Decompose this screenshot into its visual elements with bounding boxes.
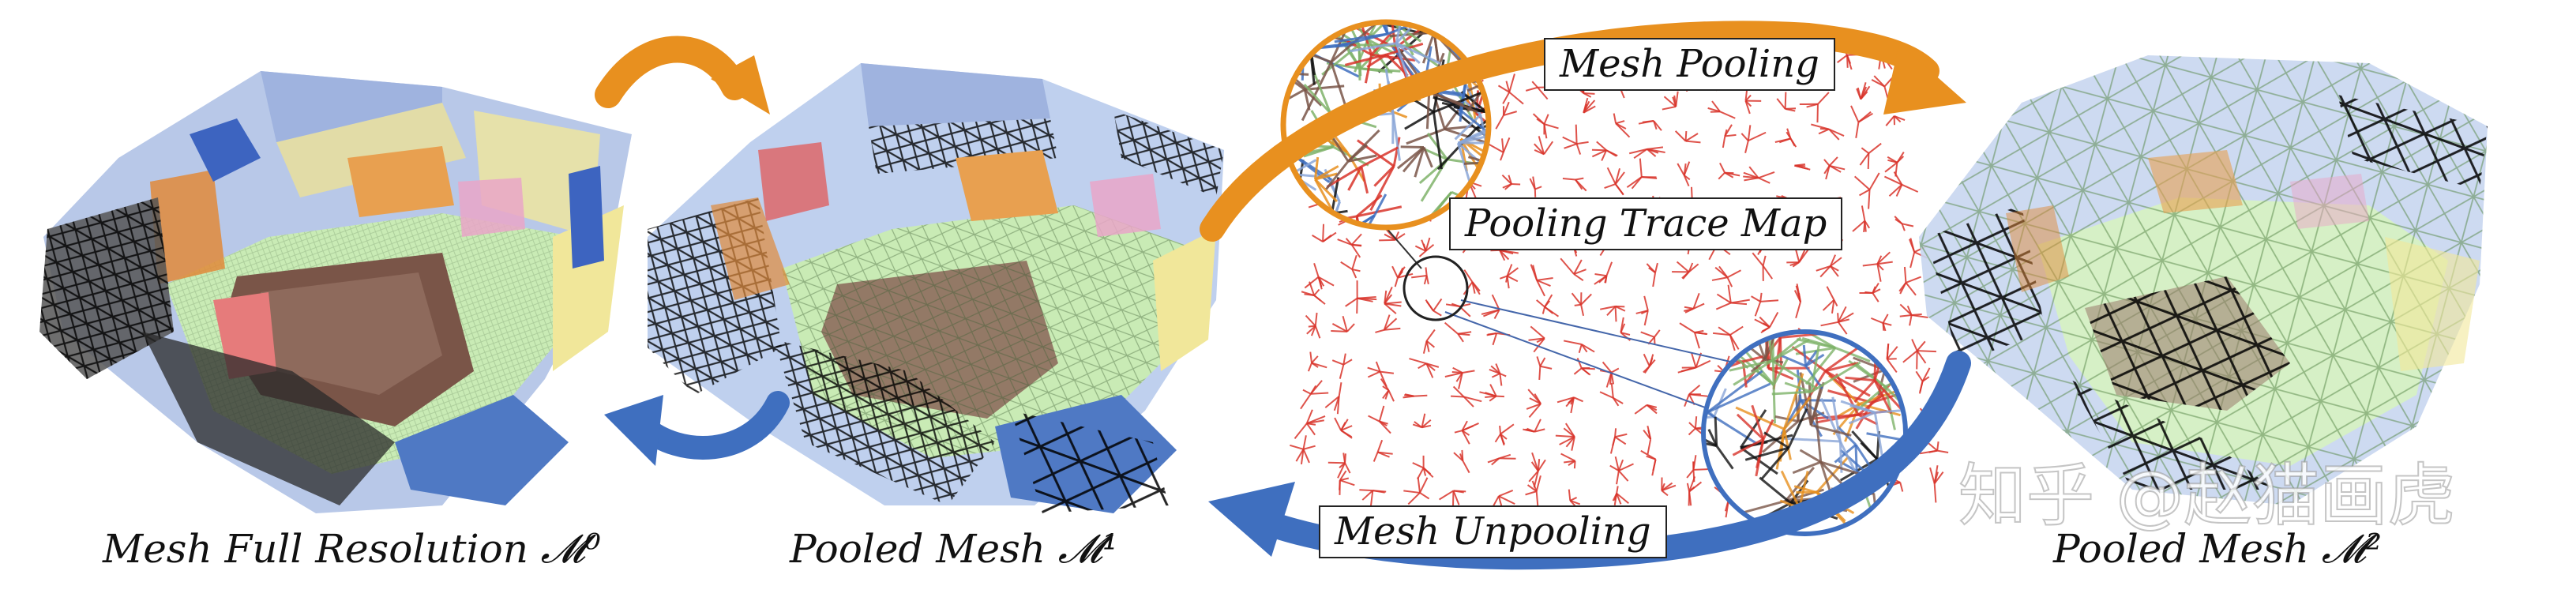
pooled-mesh-m2-panel bbox=[1919, 55, 2488, 505]
mesh-pooling-label: Mesh Pooling bbox=[1544, 38, 1835, 92]
pooled-mesh-m1-panel bbox=[648, 63, 1224, 513]
zoom-connector bbox=[1444, 311, 1714, 411]
blue-curved-arrow-icon bbox=[604, 391, 790, 466]
watermark: 知乎 @赵猫画虎 bbox=[1958, 456, 2456, 535]
orange-curved-arrow-icon bbox=[595, 36, 770, 115]
zoom-connector bbox=[1460, 299, 1738, 364]
mesh-full-resolution-panel bbox=[39, 71, 632, 513]
caption-pooled-m1: Pooled Mesh 𝓜¹ bbox=[790, 526, 1118, 572]
zoom-connector bbox=[1385, 227, 1422, 269]
pooling-trace-map-label: Pooling Trace Map bbox=[1449, 197, 1843, 251]
caption-full-resolution: Mesh Full Resolution 𝓜⁰ bbox=[103, 526, 601, 572]
caption-pooled-m2: Pooled Mesh 𝓜² bbox=[2053, 526, 2382, 572]
pooling-trace-map-panel bbox=[1280, 19, 1949, 536]
mesh-unpooling-label: Mesh Unpooling bbox=[1319, 505, 1667, 559]
magnifier-circle-icon bbox=[1403, 255, 1469, 321]
